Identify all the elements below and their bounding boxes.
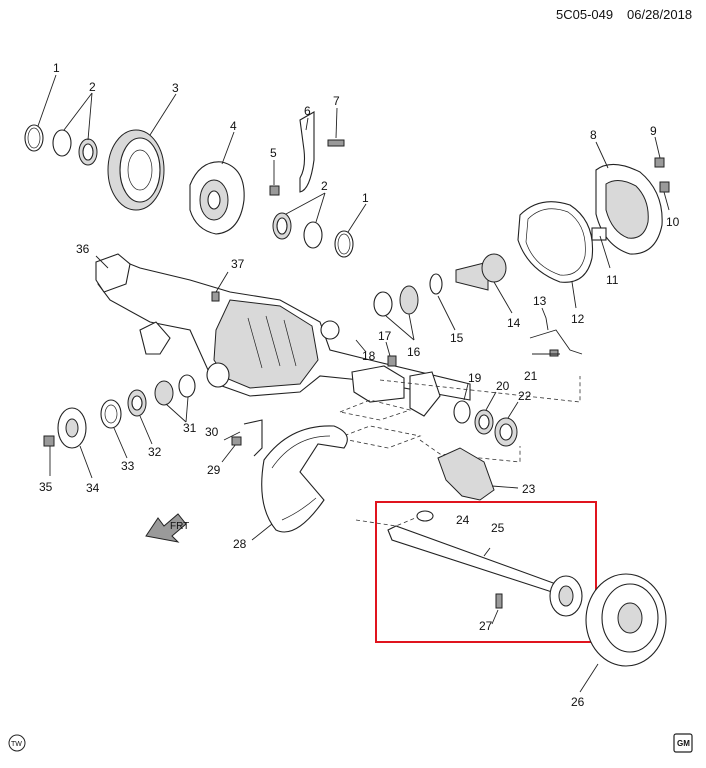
axle-seal-left <box>154 380 174 406</box>
callout-21: 21 <box>524 369 538 383</box>
callout-1: 1 <box>53 61 60 75</box>
axle-nut <box>43 435 55 447</box>
callout-5: 5 <box>270 146 277 160</box>
vent-connector <box>549 349 559 357</box>
callout-26: 26 <box>571 695 585 709</box>
callout-12: 12 <box>571 312 585 326</box>
housing-vent-fitting <box>387 355 397 367</box>
callout-31: 31 <box>183 421 197 435</box>
callout-9: 9 <box>650 124 657 138</box>
highlight-box <box>375 501 597 643</box>
pinion-shim <box>373 291 393 317</box>
axle-ring-left <box>178 374 196 398</box>
callout-27: 27 <box>479 619 493 633</box>
hub-seal <box>100 399 122 429</box>
diagram-date: 06/28/2018 <box>627 7 692 22</box>
callout-6: 6 <box>304 104 311 118</box>
shim-right <box>303 221 323 249</box>
vent-bracket <box>299 111 315 193</box>
callout-15: 15 <box>450 331 464 345</box>
callout-labels: 1 2 3 4 5 6 7 2 1 8 9 10 11 12 13 14 15 … <box>39 61 680 709</box>
callout-24: 24 <box>456 513 470 527</box>
shim-left <box>52 129 72 157</box>
callout-4: 4 <box>230 119 237 133</box>
callout-23: 23 <box>522 482 536 496</box>
callout-10: 10 <box>666 215 680 229</box>
bracket-bolt <box>327 139 345 147</box>
callout-22: 22 <box>518 389 532 403</box>
callout-18: 18 <box>362 349 376 363</box>
callout-34: 34 <box>86 481 100 495</box>
callout-11: 11 <box>606 273 619 287</box>
axle-bearing-right <box>453 400 471 424</box>
axle-shaft <box>387 525 557 593</box>
spring-seat-right <box>351 365 405 403</box>
callout-16: 16 <box>407 345 421 359</box>
callout-3: 3 <box>172 81 179 95</box>
cover-label <box>591 227 607 241</box>
callout-20: 20 <box>496 379 510 393</box>
callout-13: 13 <box>533 294 547 308</box>
callout-32: 32 <box>148 445 162 459</box>
callout-7: 7 <box>333 94 340 108</box>
front-direction-arrow <box>145 513 187 543</box>
callout-1b: 1 <box>362 191 369 205</box>
wheel-stud <box>495 593 503 609</box>
ring-gear-bolt <box>269 185 280 196</box>
pinion-bearing <box>399 285 419 315</box>
callout-30: 30 <box>205 425 219 439</box>
brake-caliper-bracket <box>437 447 495 501</box>
callout-29: 29 <box>207 463 221 477</box>
spring-seat-left <box>95 253 131 293</box>
axle-shaft-lock <box>416 510 434 522</box>
callout-2: 2 <box>89 80 96 94</box>
diagram-code: 5C05-049 <box>556 7 613 22</box>
bracket-bolt-lower <box>231 436 242 446</box>
callout-2b: 2 <box>321 179 328 193</box>
callout-33: 33 <box>121 459 135 473</box>
callout-25: 25 <box>491 521 505 535</box>
front-direction-label: FRT <box>170 521 189 532</box>
vent-hose <box>529 329 583 355</box>
tw-badge-label: TW <box>11 741 22 748</box>
callout-19: 19 <box>468 371 482 385</box>
pinion-spacer <box>429 273 443 295</box>
callout-28: 28 <box>233 537 247 551</box>
callout-14: 14 <box>507 316 521 330</box>
cover-bolt <box>654 157 665 168</box>
callout-8: 8 <box>590 128 597 142</box>
gm-logo-icon <box>673 733 693 753</box>
gm-logo-label: GM <box>677 739 690 748</box>
callout-35: 35 <box>39 480 53 494</box>
fill-plug <box>659 181 670 193</box>
tw-badge-icon <box>8 734 26 752</box>
callout-36: 36 <box>76 242 90 256</box>
callout-37: 37 <box>231 257 245 271</box>
brake-line-bracket <box>243 419 263 457</box>
drive-pinion-shaft <box>455 261 489 291</box>
cover-gasket <box>517 201 594 283</box>
brake-backing-plate <box>261 425 348 533</box>
axle-vent <box>211 291 220 302</box>
callout-17: 17 <box>378 329 392 343</box>
